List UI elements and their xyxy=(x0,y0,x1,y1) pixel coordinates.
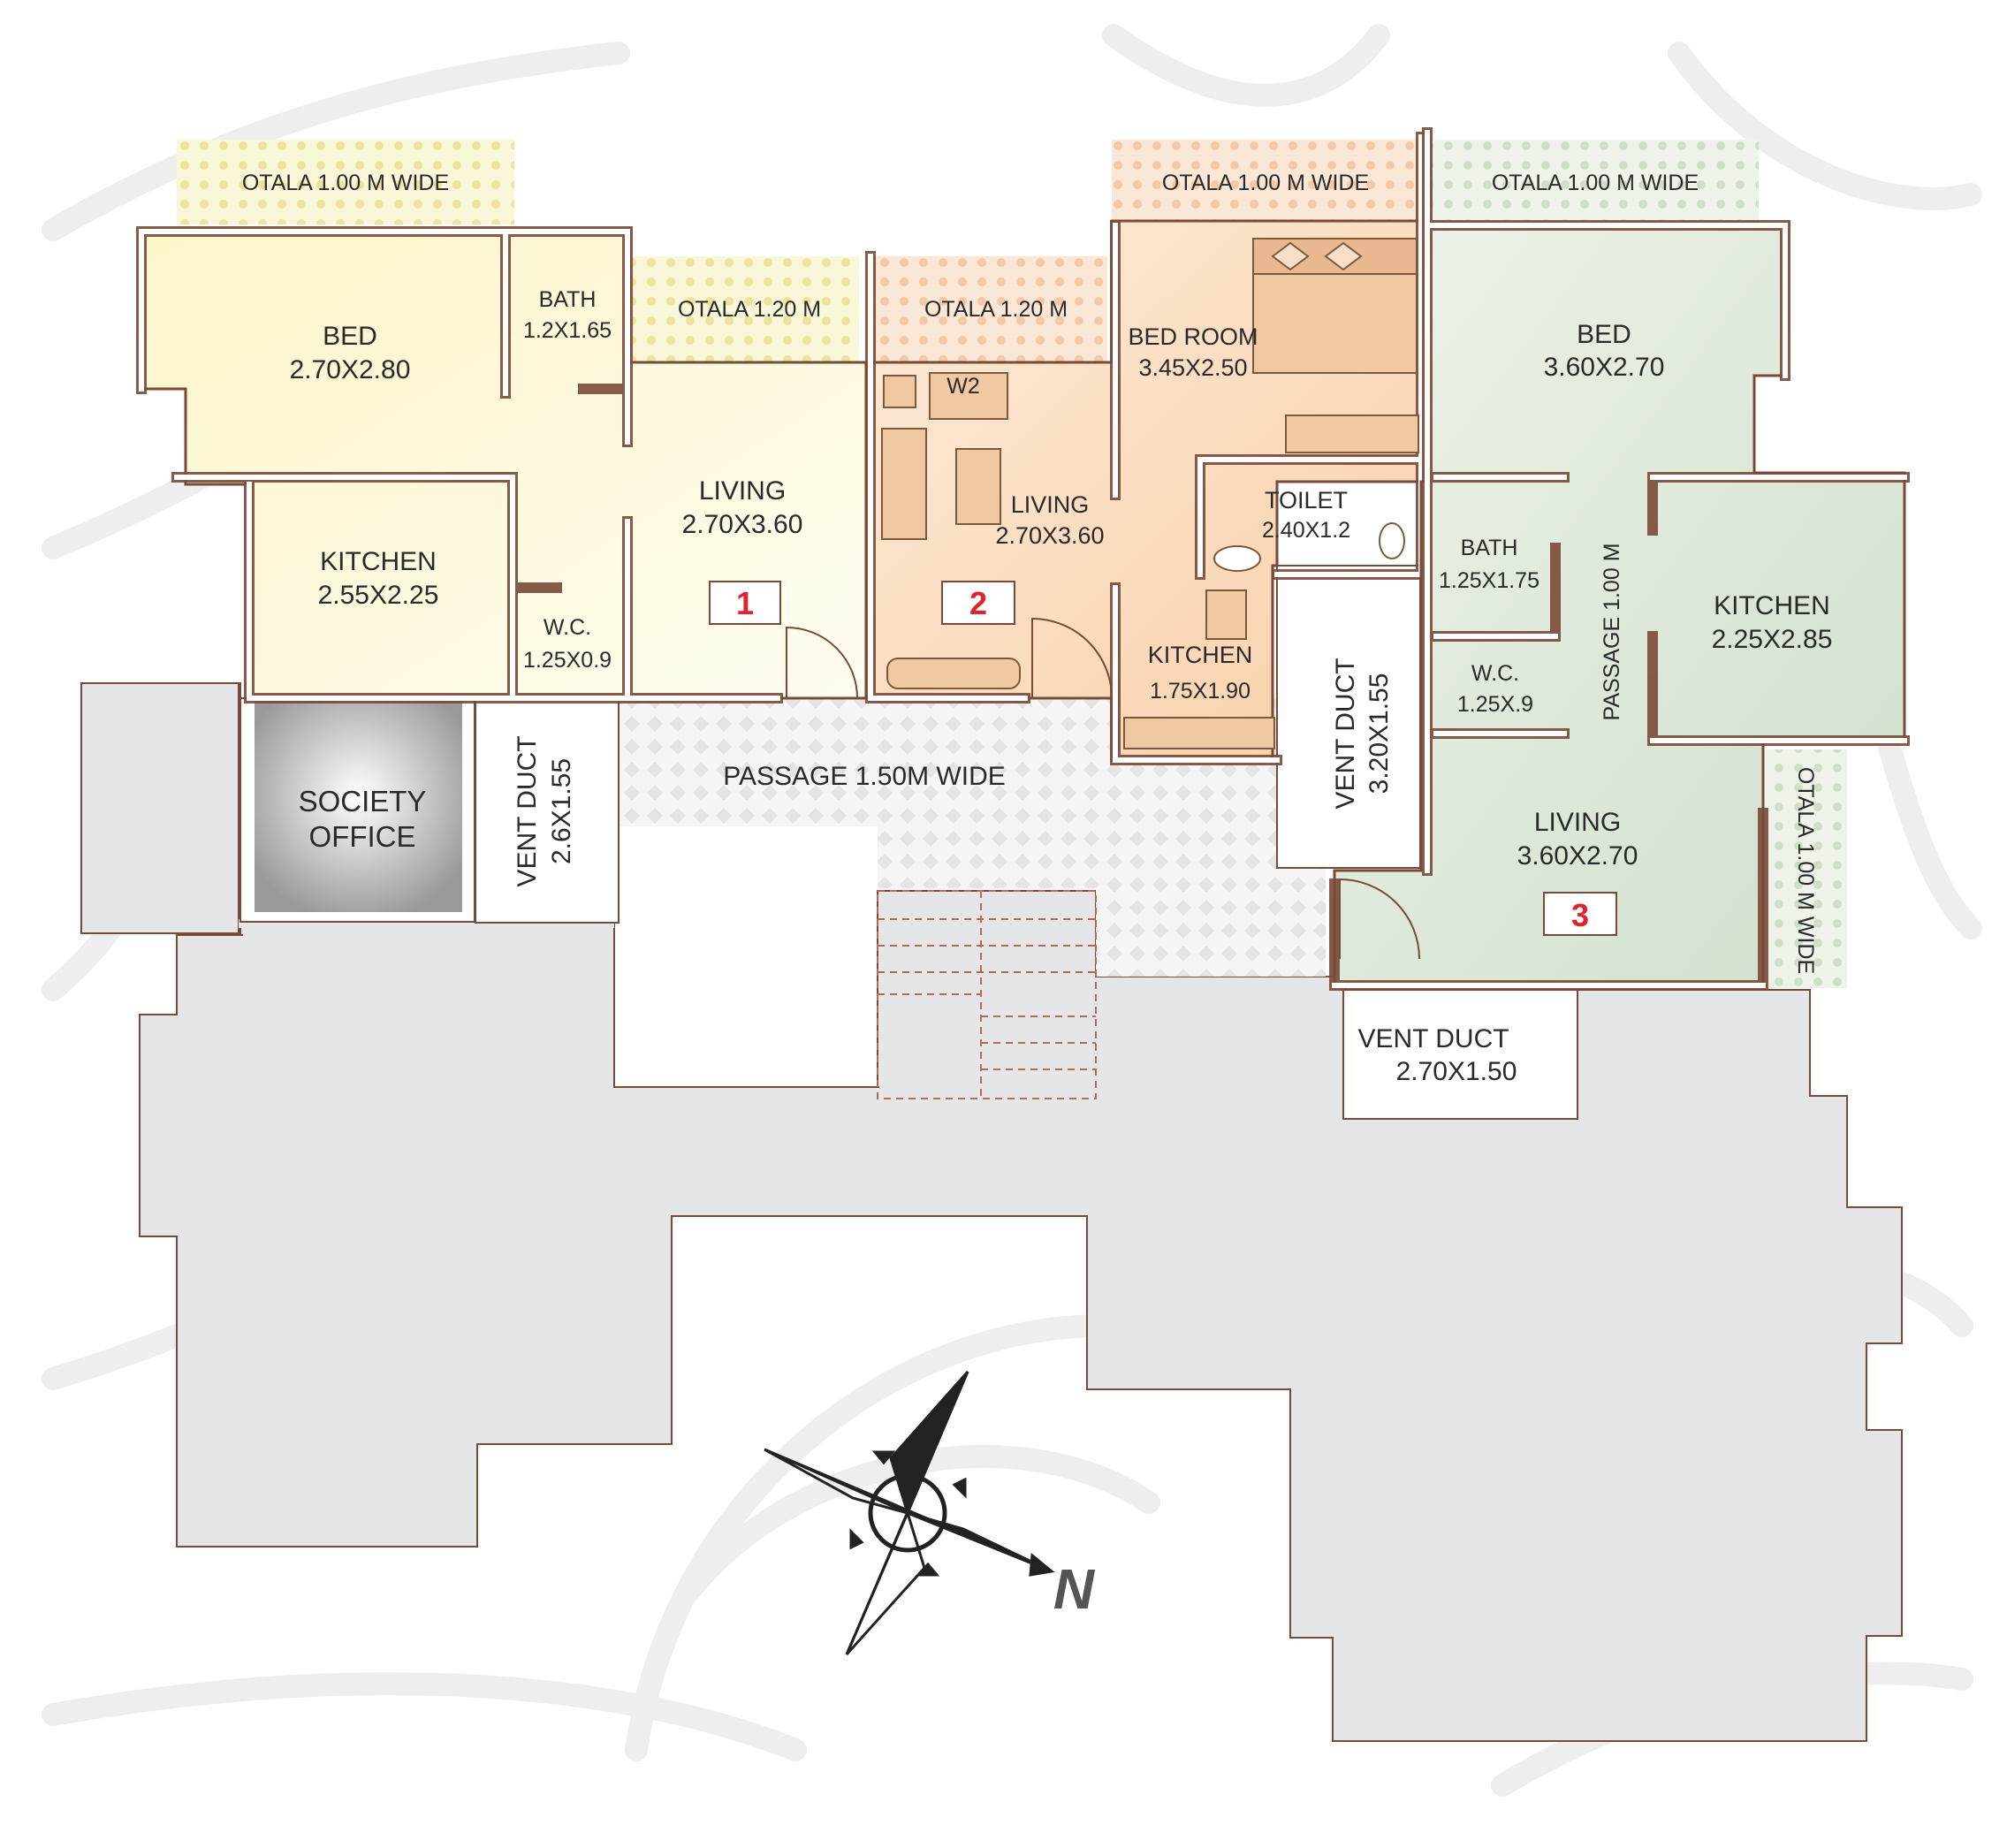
otala-unit2-living-label: OTALA 1.20 M xyxy=(924,297,1068,322)
unit2-w2-label: W2 xyxy=(946,374,980,399)
unit1-bath-size: 1.2X1.65 xyxy=(523,318,612,343)
unit2-toilet-size: 2.40X1.2 xyxy=(1262,518,1350,543)
unit1-bed-name: BED xyxy=(323,322,377,351)
vent-duct-1-size: 2.6X1.55 xyxy=(547,758,576,864)
passage-label: PASSAGE 1.50M WIDE xyxy=(723,762,1006,791)
vent-duct-1-name: VENT DUCT xyxy=(513,735,542,886)
tv-unit xyxy=(886,658,1021,689)
compass-north-label: N xyxy=(1053,1557,1096,1621)
society-office xyxy=(255,700,462,912)
otala-unit3-side-label: OTALA 1.00 M WIDE xyxy=(1793,767,1818,974)
sofa-long xyxy=(881,428,927,540)
unit1-bath-name: BATH xyxy=(539,287,597,312)
otala-unit1-top xyxy=(177,140,514,224)
unit2-bedroom-name: BED ROOM xyxy=(1128,323,1258,350)
unit-1 xyxy=(136,226,868,703)
vent-duct-2-size: 3.20X1.55 xyxy=(1365,673,1394,795)
unit2-toilet-name: TOILET xyxy=(1265,487,1348,513)
otala-unit1-top-label: OTALA 1.00 M WIDE xyxy=(242,171,449,195)
unit2-kitchen-size: 1.75X1.90 xyxy=(1150,679,1251,703)
unit3-kitchen-name: KITCHEN xyxy=(1714,591,1830,620)
chair xyxy=(883,375,916,408)
unit3-kitchen-size: 2.25X2.85 xyxy=(1712,625,1833,654)
otala-unit3-side xyxy=(1763,749,1847,988)
vent-duct-3-size: 2.70X1.50 xyxy=(1396,1057,1517,1086)
unit1-wc-name: W.C. xyxy=(544,615,591,640)
unit3-wc-name: W.C. xyxy=(1471,661,1519,686)
flat-number-2: 2 xyxy=(969,585,987,621)
unit3-wc-size: 1.25X.9 xyxy=(1457,692,1533,717)
common-area xyxy=(81,682,1903,1742)
unit1-living-size: 2.70X3.60 xyxy=(682,510,803,539)
commode xyxy=(1379,522,1405,559)
unit1-kitchen-size: 2.55X2.25 xyxy=(318,581,439,610)
flat-number-3: 3 xyxy=(1571,897,1589,933)
vent-duct-2-name: VENT DUCT xyxy=(1331,658,1360,809)
unit2-bedroom-size: 3.45X2.50 xyxy=(1138,354,1247,381)
vent-duct-3-name: VENT DUCT xyxy=(1357,1024,1509,1053)
unit2-kitchen-name: KITCHEN xyxy=(1148,642,1253,668)
kitchen-stool xyxy=(1205,589,1247,640)
otala-unit1-living-label: OTALA 1.20 M xyxy=(678,297,821,322)
left-block xyxy=(80,682,239,934)
unit3-living-name: LIVING xyxy=(1534,808,1621,837)
center-table xyxy=(955,448,1001,525)
flat-number-1-box xyxy=(709,581,781,625)
wardrobe xyxy=(1285,414,1419,453)
otala-unit2-living xyxy=(873,256,1107,362)
unit1-bed-size: 2.70X2.80 xyxy=(290,355,411,384)
vent-duct-2 xyxy=(1276,565,1421,869)
wash-basin xyxy=(1213,545,1261,572)
unit3-bath-size: 1.25X1.75 xyxy=(1439,568,1539,593)
otala-unit2-bed-label: OTALA 1.00 M WIDE xyxy=(1162,171,1369,195)
unit1-kitchen-name: KITCHEN xyxy=(320,547,437,576)
unit3-bed-size: 3.60X2.70 xyxy=(1544,353,1665,382)
flat-number-1: 1 xyxy=(736,585,754,621)
passage-area xyxy=(619,698,1326,977)
vent-duct-3 xyxy=(1342,989,1578,1120)
kitchen-platform xyxy=(1123,717,1275,749)
unit3-bed-name: BED xyxy=(1577,320,1631,349)
flat-number-2-box xyxy=(941,581,1015,625)
unit2-living-size: 2.70X3.60 xyxy=(995,522,1104,549)
otala-unit3-top-label: OTALA 1.00 M WIDE xyxy=(1492,171,1699,195)
society-office-line1: SOCIETY xyxy=(299,785,427,818)
unit3-passage-label: PASSAGE 1.00 M xyxy=(1600,543,1624,720)
society-office-line2: OFFICE xyxy=(309,820,416,853)
unit2-living-name: LIVING xyxy=(1011,491,1090,518)
unit3-bath-name: BATH xyxy=(1461,536,1518,560)
otala-unit1-living xyxy=(629,256,859,362)
compass-icon xyxy=(764,1371,1055,1656)
unit3-living-size: 3.60X2.70 xyxy=(1517,841,1638,871)
flat-number-3-box xyxy=(1543,892,1617,936)
unit1-living-name: LIVING xyxy=(699,476,786,506)
otala-unit3-top xyxy=(1427,140,1759,224)
unit-2 xyxy=(865,132,1426,765)
unit-3 xyxy=(1329,127,1910,991)
sofa xyxy=(929,372,1008,420)
otala-unit2-bed xyxy=(1112,140,1421,224)
staircase xyxy=(877,890,1097,1099)
unit1-wc-size: 1.25X0.9 xyxy=(523,648,612,673)
double-bed xyxy=(1252,238,1418,374)
